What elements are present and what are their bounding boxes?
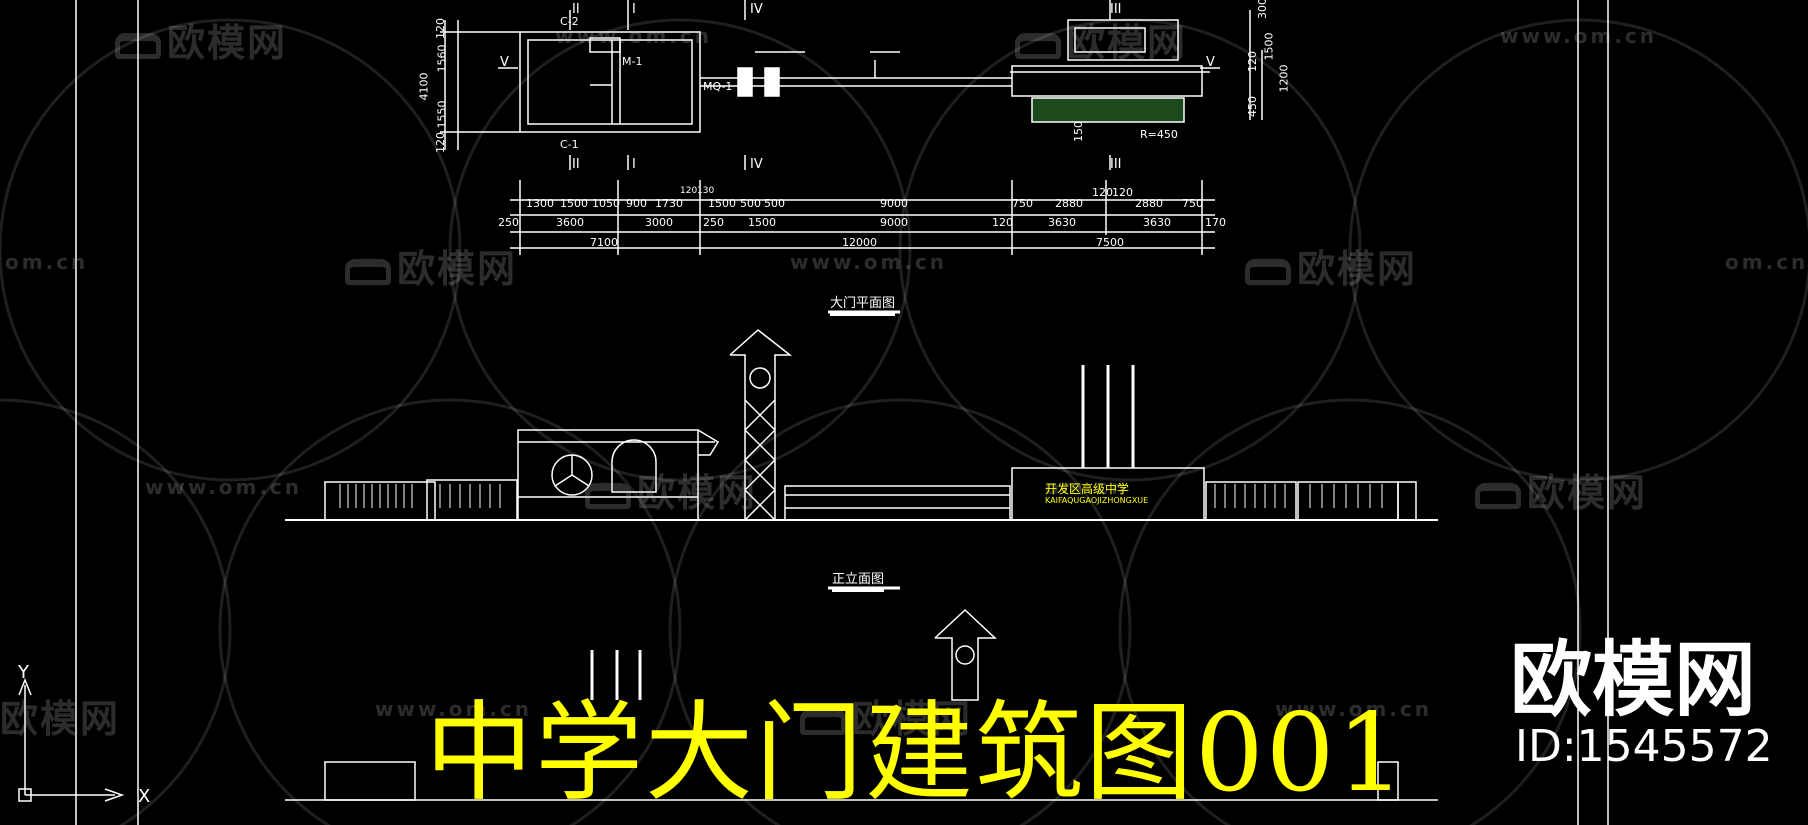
plan-caption: 大门平面图 [830, 292, 896, 316]
section-mark: I [632, 157, 636, 172]
dimension-label: 1550 [435, 100, 449, 129]
dimension-label: 1500 [708, 197, 736, 210]
dimension-label: 12000 [842, 236, 877, 249]
section-mark: I [632, 2, 636, 17]
dimension-label: 750 [1012, 197, 1033, 210]
page-title: 中学大门建筑图001 [425, 691, 1408, 816]
dimension-label: 250 [703, 216, 724, 229]
dimension-label: 1500 [1262, 32, 1276, 61]
dimension-label: 7500 [1096, 236, 1124, 249]
dimension-label: 300 [1256, 0, 1269, 19]
dimension-label: 1500 [560, 197, 588, 210]
dimension-label: 2880 [1135, 197, 1163, 210]
dimension-label: 120 [434, 132, 447, 153]
section-mark: II [572, 157, 580, 172]
dimension-label: 1560 [435, 44, 449, 73]
front-elevation [285, 329, 1438, 590]
sign-text-cn: 开发区高级中学 [1045, 482, 1130, 496]
dimension-label: 130 [697, 186, 715, 196]
axis-x-label: X [138, 786, 151, 807]
dimension-label: 1300 [526, 197, 554, 210]
dimension-label: 1730 [655, 197, 683, 210]
section-mark: III [1110, 2, 1122, 17]
section-mark: II [572, 2, 580, 17]
section-mark: IV [750, 157, 763, 172]
dimension-label: 120 [1092, 186, 1113, 199]
dimension-label: 900 [626, 197, 647, 210]
dimension-label: 120 [1112, 186, 1133, 199]
door-label: MQ-1 [703, 80, 733, 93]
dimension-label: 2880 [1055, 197, 1083, 210]
dimension-label: 3600 [556, 216, 584, 229]
dimension-label: 7100 [590, 236, 618, 249]
dimension-label: 120 [434, 18, 447, 39]
dimension-label: 3630 [1143, 216, 1171, 229]
dimension-label: 170 [1205, 216, 1226, 229]
axis-y-label: Y [18, 662, 29, 683]
dimension-label: 3000 [645, 216, 673, 229]
dimension-label: 120 [992, 216, 1013, 229]
plan-view [440, 0, 1263, 314]
dimension-label: 150 [1072, 121, 1085, 142]
ucs-axis-icon [18, 677, 125, 802]
brand-id: ID:1545572 [1515, 721, 1773, 772]
dimension-label: 9000 [880, 216, 908, 229]
dimension-label: 500 [764, 197, 785, 210]
dimension-label: 750 [1182, 197, 1203, 210]
elevation-caption: 正立面图 [832, 568, 885, 592]
door-label: C-2 [560, 15, 579, 28]
section-mark: V [1206, 55, 1215, 70]
lower-elevation [285, 608, 1438, 801]
dimension-label: 9000 [880, 197, 908, 210]
fence-pickets [339, 484, 1383, 508]
dimension-label: 1050 [592, 197, 620, 210]
section-mark: V [500, 55, 509, 70]
brand-name: 欧模网 [1510, 633, 1757, 728]
dimension-label: 120 [1246, 51, 1259, 72]
dimension-label: 250 [498, 216, 519, 229]
section-mark: III [1110, 157, 1122, 172]
dimension-label: 3630 [1048, 216, 1076, 229]
dimension-label: 450 [1246, 96, 1259, 117]
door-label: C-1 [560, 138, 579, 151]
dimension-label: 1200 [1277, 64, 1291, 93]
dimension-label: 1500 [748, 216, 776, 229]
door-label: M-1 [622, 55, 643, 68]
dimension-label: 120 [680, 186, 698, 196]
dimension-label: 4100 [417, 72, 431, 101]
dimension-label: 500 [740, 197, 761, 210]
frame-lines [75, 0, 1609, 825]
sign-text-en: KAIFAQUGAOJIZHONGXUE [1045, 496, 1149, 505]
section-mark: IV [750, 2, 763, 17]
radius-label: R=450 [1140, 128, 1178, 141]
